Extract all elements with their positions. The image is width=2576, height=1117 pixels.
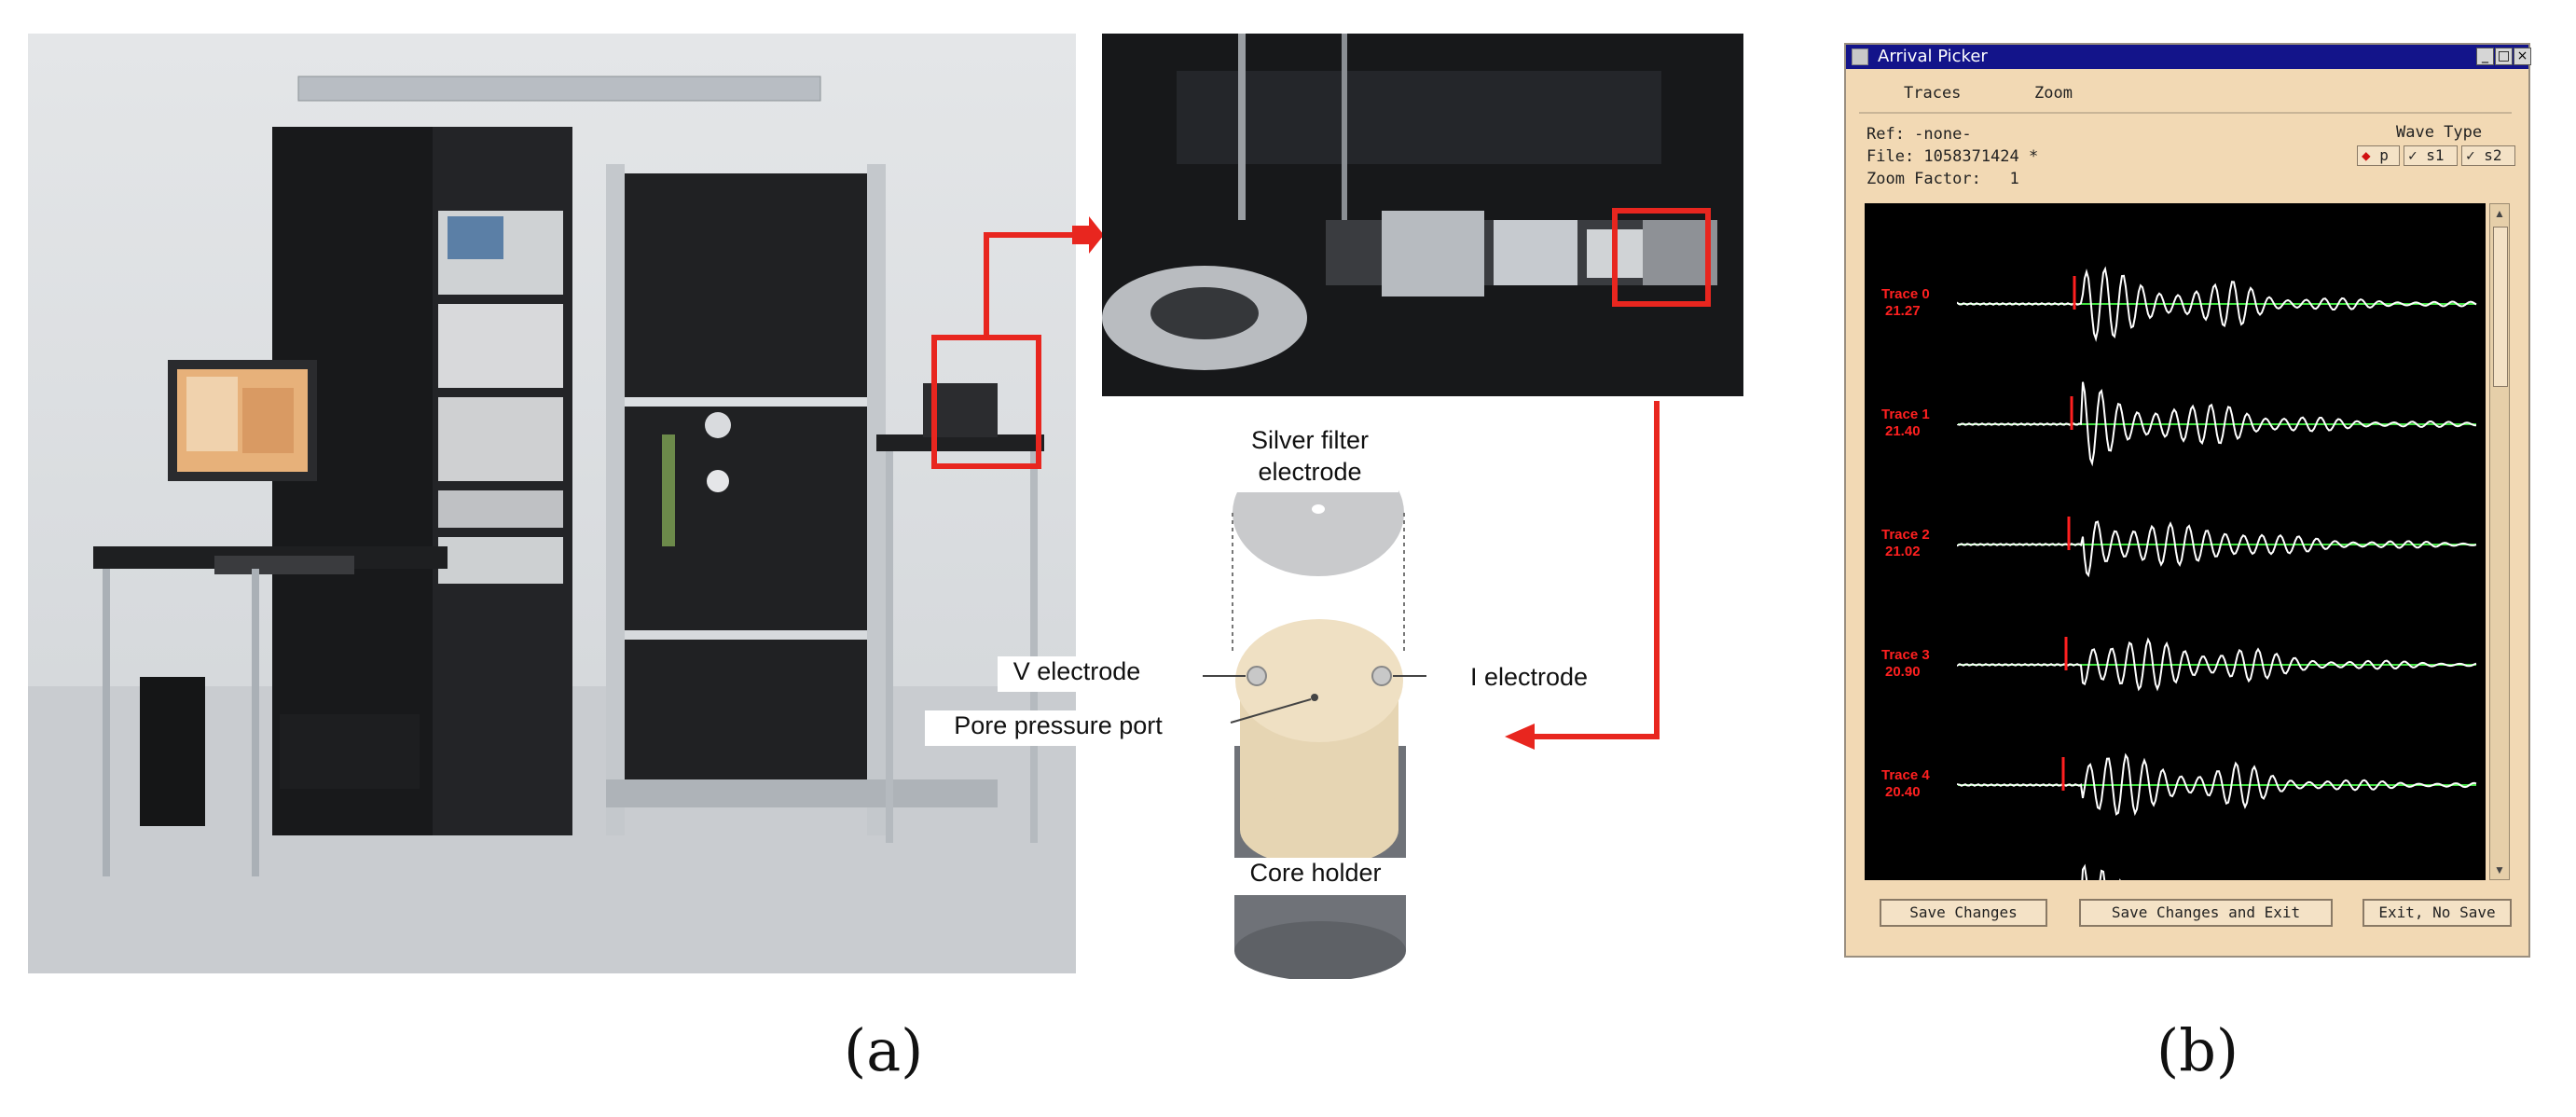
scroll-thumb[interactable] — [2493, 227, 2508, 387]
menu-zoom[interactable]: Zoom — [2034, 84, 2073, 103]
menu-traces[interactable]: Traces — [1904, 84, 1962, 103]
title-bar[interactable]: Arrival Picker _ □ × — [1846, 45, 2531, 69]
close-icon[interactable]: × — [2514, 48, 2531, 65]
caption-a: (a) — [844, 1016, 924, 1084]
waveform-line — [1957, 752, 2477, 817]
waveform-line-partial — [2081, 863, 2121, 880]
menu-bar: Traces Zoom — [1859, 76, 2512, 114]
trace-value: 21.27 — [1885, 303, 1921, 319]
i-electrode-label: I electrode — [1454, 662, 1604, 696]
zoom-factor-text: Zoom Factor: 1 — [1867, 170, 2019, 188]
wave-type-s1-label: s1 — [2426, 146, 2445, 164]
window-title: Arrival Picker — [1878, 47, 1988, 66]
selected-diamond-icon: ◆ — [2362, 146, 2371, 164]
silver-filter-label: Silver filter electrode — [1221, 425, 1398, 492]
scroll-down-icon[interactable]: ▼ — [2494, 863, 2505, 876]
maximize-icon[interactable]: □ — [2495, 48, 2513, 65]
wave-type-p-radio[interactable]: ◆ p — [2357, 145, 2400, 166]
save-and-exit-button[interactable]: Save Changes and Exit — [2079, 899, 2333, 927]
waveform-line — [1957, 520, 2477, 578]
vertical-scrollbar[interactable]: ▲ ▼ — [2489, 203, 2510, 880]
trace-label: Trace 0 — [1881, 286, 1930, 302]
arrival-picker-window: Arrival Picker _ □ × Traces Zoom Ref: -n… — [1844, 43, 2531, 958]
file-text: File: 1058371424 * — [1867, 147, 2039, 166]
v-electrode-label: V electrode — [998, 656, 1156, 692]
trace-value: 21.02 — [1885, 544, 1921, 559]
wave-type-label: Wave Type — [2396, 123, 2483, 142]
wave-type-s2-label: s2 — [2484, 146, 2502, 164]
unselected-check-icon: ✓ — [2466, 146, 2475, 164]
core-sample-illustration — [1203, 401, 1660, 981]
trace-label: Trace 4 — [1881, 767, 1930, 783]
scroll-up-icon[interactable]: ▲ — [2494, 207, 2505, 220]
trace-label: Trace 1 — [1881, 407, 1930, 422]
core-diagram — [1081, 401, 1753, 981]
core-holder-label: Core holder — [1218, 858, 1413, 895]
trace-value: 20.40 — [1885, 784, 1921, 800]
exit-no-save-button[interactable]: Exit, No Save — [2362, 899, 2512, 927]
wave-type-s2-radio[interactable]: ✓ s2 — [2461, 145, 2515, 166]
window-menu-icon[interactable] — [1852, 48, 1868, 65]
test-rig-illustration — [1102, 34, 1743, 396]
arrow-to-rig-icon — [1072, 216, 1104, 254]
trace-value: 21.40 — [1885, 423, 1921, 439]
lab-equipment-illustration — [28, 76, 1076, 973]
ref-text: Ref: -none- — [1867, 125, 1972, 144]
unselected-check-icon: ✓ — [2408, 146, 2418, 164]
trace-label: Trace 3 — [1881, 647, 1930, 663]
trace-value: 20.90 — [1885, 664, 1921, 680]
wave-type-s1-radio[interactable]: ✓ s1 — [2404, 145, 2458, 166]
waveform-line — [1957, 266, 2477, 342]
pore-pressure-port-label: Pore pressure port — [925, 710, 1192, 746]
caption-b: (b) — [2156, 1016, 2239, 1084]
waveform-line — [1957, 637, 2477, 692]
waveform-line — [1957, 381, 2477, 467]
test-rig-photo — [1102, 34, 1743, 396]
lab-equipment-photo — [28, 34, 1076, 973]
save-changes-button[interactable]: Save Changes — [1880, 899, 2047, 927]
wave-type-p-label: p — [2379, 146, 2389, 164]
trace-label: Trace 2 — [1881, 527, 1930, 543]
minimize-icon[interactable]: _ — [2476, 48, 2494, 65]
